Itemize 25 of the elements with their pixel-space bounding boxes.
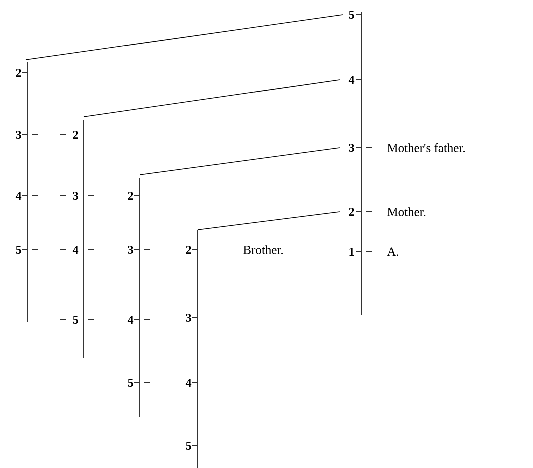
- degree-number: 2: [73, 131, 78, 139]
- degree-number: 2: [186, 246, 192, 254]
- degree-number: 5: [186, 442, 192, 450]
- degree-number: 5: [349, 11, 354, 19]
- degree-number: 3: [16, 130, 22, 140]
- degree-number: 3: [186, 314, 192, 322]
- relative-name: Brother.: [244, 246, 283, 254]
- degree-number: 4: [186, 379, 192, 387]
- degree-number: 4: [128, 316, 134, 324]
- degree-number: 4: [72, 246, 79, 254]
- relative-name: A.: [387, 248, 399, 256]
- degree-number: 5: [128, 379, 134, 387]
- degree-number: 2: [128, 192, 134, 200]
- degree-number: 1: [350, 248, 354, 256]
- degree-number: 3: [349, 144, 354, 152]
- relative-name: Mother.: [388, 208, 426, 216]
- relative-name: Mother's father.: [388, 144, 465, 152]
- degree-number: 4: [348, 76, 355, 84]
- degree-number: 3: [73, 192, 78, 200]
- degree-number: 2: [349, 208, 354, 216]
- degree-number: 5: [16, 246, 22, 254]
- degree-number: 2: [16, 69, 22, 77]
- degree-number: 3: [128, 246, 134, 254]
- degree-number: 4: [16, 192, 22, 200]
- degree-number: 5: [73, 316, 78, 324]
